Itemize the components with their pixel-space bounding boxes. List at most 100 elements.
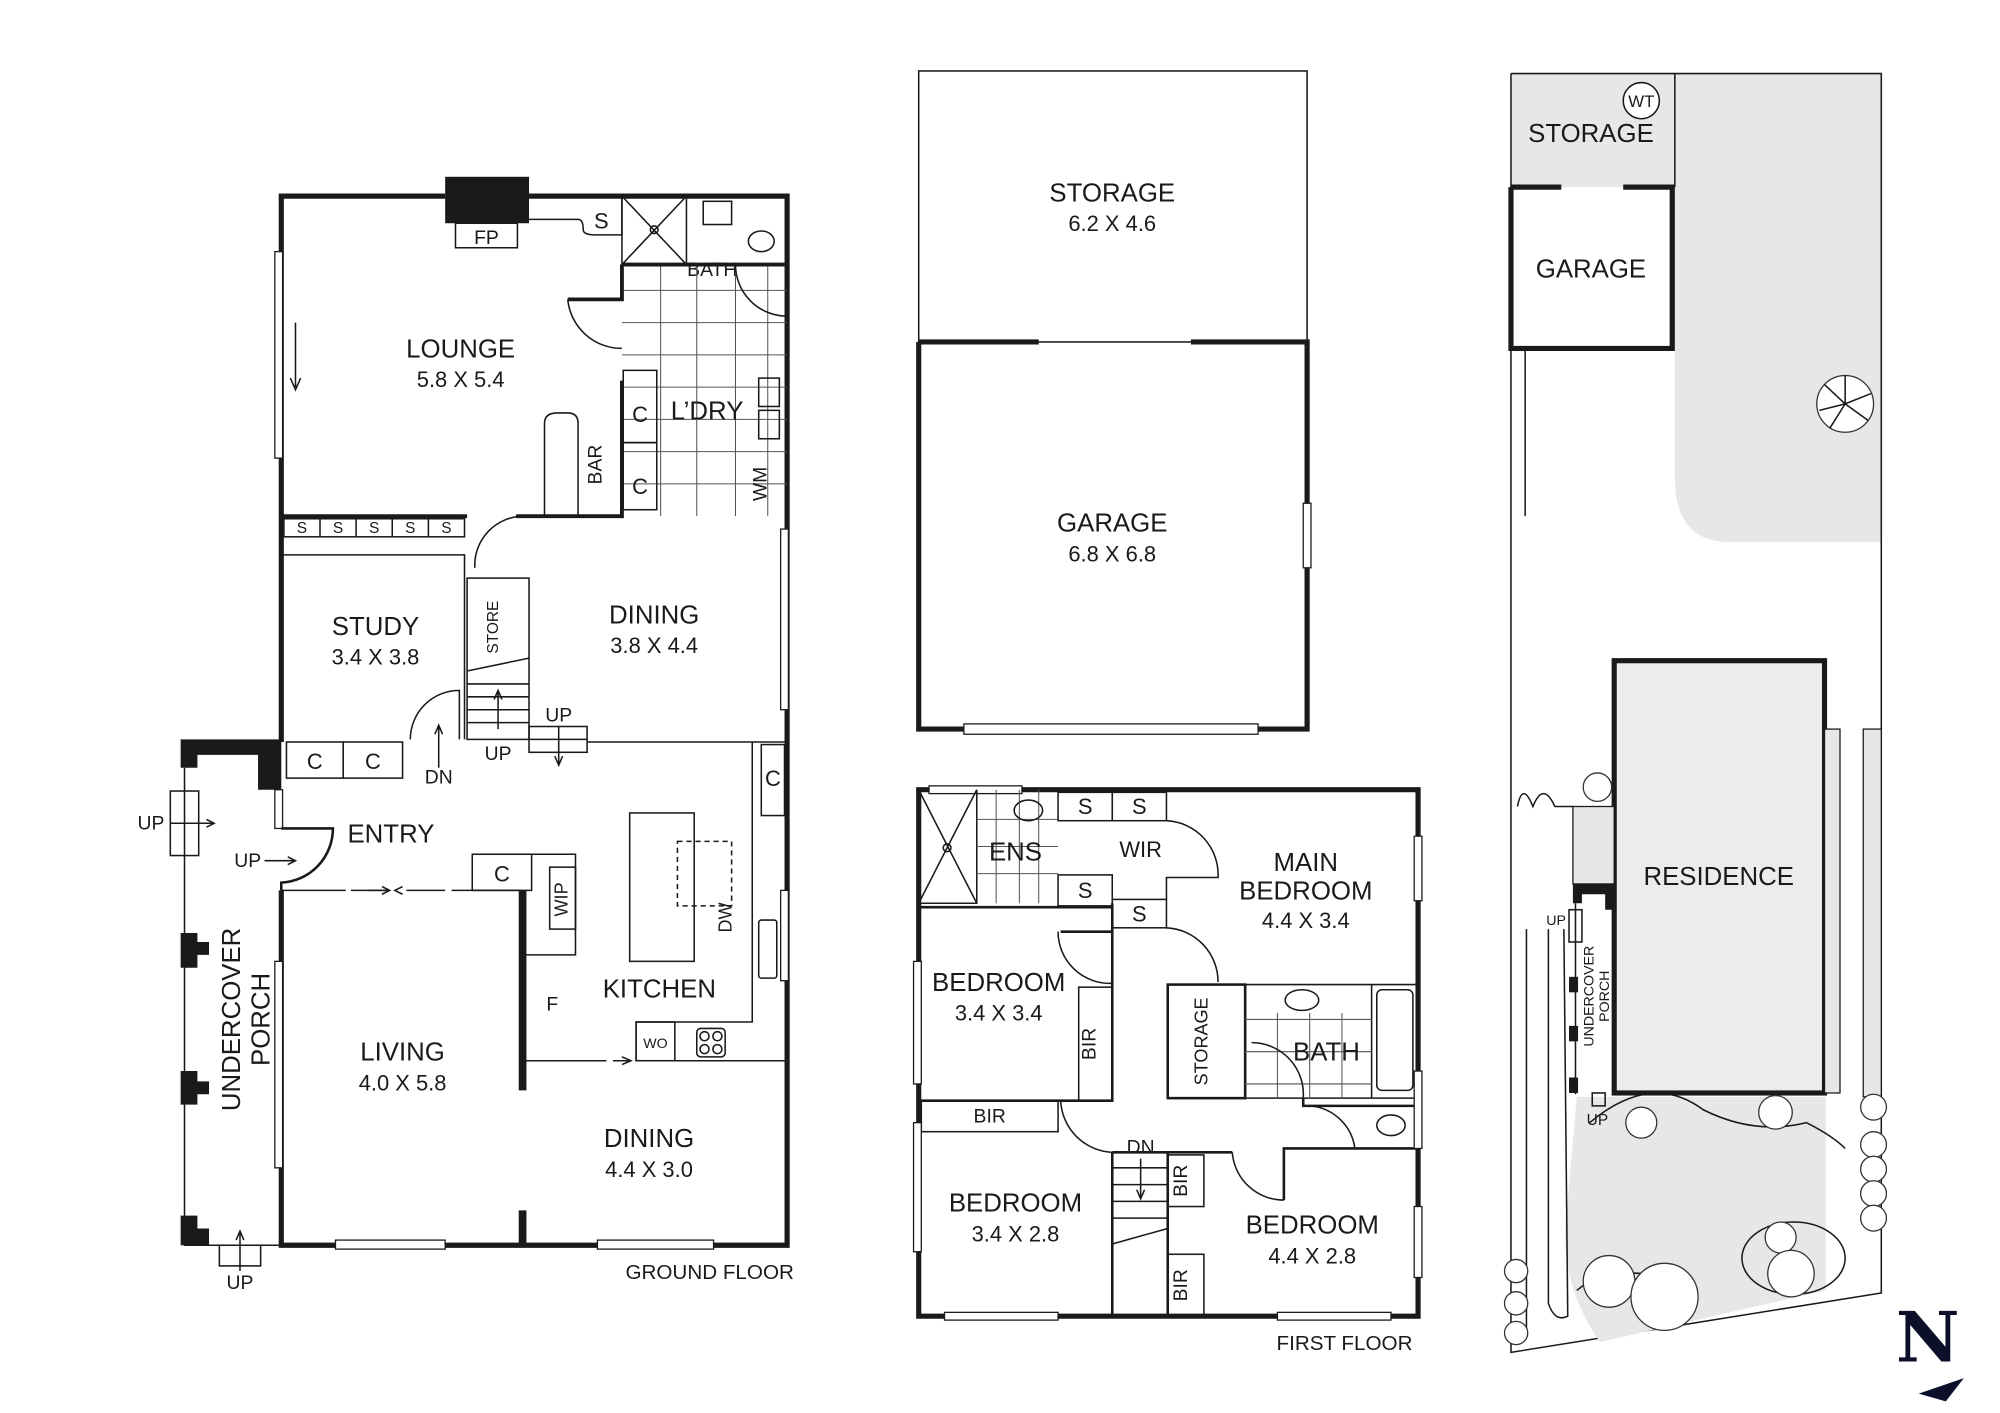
room-dims-lounge: 5.8 X 5.4: [417, 367, 505, 392]
room-label-bath: BATH: [687, 259, 737, 281]
room-label-bedroom-sw: BEDROOM: [949, 1190, 1082, 1218]
room-dims-outbuilding-storage: 6.2 X 4.6: [1068, 211, 1156, 236]
room-dims-dining-upper: 3.8 X 4.4: [610, 633, 698, 658]
room-label-dining-upper: DINING: [609, 601, 699, 629]
room-label-first-bath: BATH: [1293, 1039, 1360, 1067]
tree-icon: [1503, 772, 1888, 1346]
room-label-bedroom-se: BEDROOM: [1246, 1212, 1379, 1240]
north-arrow: N: [1896, 1297, 1964, 1402]
bir-label: BIR: [1078, 1028, 1100, 1060]
bar-label: BAR: [584, 445, 606, 485]
cupboard-label: C: [365, 749, 381, 774]
site-garage-label: GARAGE: [1536, 255, 1646, 283]
fireplace-label: FP: [474, 227, 499, 249]
site-up-label: UP: [1546, 913, 1566, 929]
room-label-main-bedroom: BEDROOM: [1239, 877, 1372, 905]
floor-drain-icon: [649, 225, 659, 235]
room-dims-bedroom-nw: 3.4 X 3.4: [955, 1001, 1043, 1026]
cupboard-label: C: [632, 402, 648, 427]
shelf-label: S: [1078, 878, 1093, 903]
room-label-ensuite: ENS: [989, 839, 1042, 867]
room-label-outbuilding-garage: GARAGE: [1057, 510, 1167, 538]
room-dims-bedroom-sw: 3.4 X 2.8: [972, 1221, 1060, 1246]
site-storage-label: STORAGE: [1528, 120, 1654, 148]
site-porch-label: UNDERCOVER: [1582, 946, 1598, 1047]
bir-label: BIR: [1170, 1165, 1192, 1197]
cooktop-icon: [696, 1027, 726, 1058]
room-label-wir: WIR: [1119, 837, 1162, 862]
shelf-label: S: [1078, 794, 1093, 819]
room-label-dining-lower: DINING: [604, 1125, 694, 1153]
outbuilding-plan: STORAGE 6.2 X 4.6 GARAGE 6.8 X 6.8: [916, 70, 1312, 735]
bathtub-icon: [1376, 988, 1414, 1092]
stair-down-label: DN: [1127, 1137, 1155, 1159]
room-dims-dining-lower: 4.4 X 3.0: [605, 1157, 693, 1182]
shelf-label: S: [405, 520, 415, 537]
basin-icon: [702, 200, 733, 226]
room-label-lounge: LOUNGE: [406, 335, 515, 363]
room-dims-bedroom-se: 4.4 X 2.8: [1268, 1243, 1356, 1268]
sink-icon: [757, 919, 778, 979]
door-swing: [566, 299, 622, 350]
shelf-label: S: [1132, 794, 1147, 819]
north-arrow-icon: [1918, 1378, 1964, 1402]
site-plan: WT STORAGE GARAGE RESIDENCE UP UNDERCOVE…: [1503, 72, 1888, 1354]
shelf-label: S: [594, 208, 609, 233]
room-label-first-storage: STORAGE: [1192, 997, 1212, 1085]
room-label-porch: PORCH: [248, 973, 276, 1066]
room-label-laundry: L’DRY: [671, 397, 744, 425]
room-dims-living: 4.0 X 5.8: [359, 1070, 447, 1095]
first-floor-title: FIRST FLOOR: [1277, 1332, 1413, 1355]
toilet-icon: [747, 230, 775, 253]
shelf-label: S: [333, 520, 343, 537]
room-label-kitchen: KITCHEN: [603, 975, 716, 1003]
site-up-label: UP: [1587, 1112, 1608, 1129]
room-label-living: LIVING: [360, 1039, 445, 1067]
room-dims-main-bedroom: 4.4 X 3.4: [1262, 908, 1350, 933]
room-label-bedroom-nw: BEDROOM: [932, 969, 1065, 997]
residence-label: RESIDENCE: [1643, 863, 1794, 891]
wip-label: WIP: [552, 882, 572, 916]
dishwasher-label: DW: [716, 902, 736, 932]
shelf-label: S: [1132, 901, 1147, 926]
site-porch-label: PORCH: [1597, 971, 1613, 1022]
room-dims-study: 3.4 X 3.8: [332, 645, 420, 670]
tree-icon: [1816, 374, 1875, 433]
cupboard-label: C: [494, 861, 510, 886]
toilet-icon: [1013, 799, 1044, 822]
bir-label: BIR: [974, 1106, 1006, 1128]
toilet-icon: [1376, 1114, 1406, 1137]
ground-floor-title: GROUND FLOOR: [625, 1261, 793, 1284]
fridge-label: F: [546, 993, 558, 1015]
porch-up-label: UP: [227, 1272, 254, 1294]
water-tank-label: WT: [1628, 92, 1654, 111]
north-label: N: [1896, 1297, 1960, 1378]
shelf-label: S: [297, 520, 307, 537]
porch-up-label: UP: [138, 813, 165, 835]
tile-grid: [621, 264, 788, 517]
fireplace-icon: [445, 176, 530, 224]
room-label-outbuilding-storage: STORAGE: [1049, 179, 1175, 207]
cupboard-label: C: [307, 749, 323, 774]
cupboard-label: C: [632, 474, 648, 499]
porch-up-label: UP: [234, 850, 261, 872]
stair-up-label: UP: [545, 704, 572, 726]
room-label-store: STORE: [485, 601, 502, 654]
first-floor-plan: ENS S S S S WIR MAIN BEDROOM 4.4 X 3.4 B…: [912, 785, 1423, 1355]
stair-up-label: UP: [485, 743, 512, 765]
washing-machine-label: WM: [749, 467, 771, 501]
room-label-main-bedroom: MAIN: [1274, 849, 1338, 877]
shelf-label: S: [369, 520, 379, 537]
wall-oven-label: WO: [643, 1036, 667, 1052]
room-label-porch: UNDERCOVER: [218, 928, 246, 1111]
residence-block: [1611, 658, 1828, 1096]
cupboard-label: C: [765, 766, 781, 791]
kitchen-island: [628, 812, 695, 963]
water-tank-icon: [1622, 81, 1661, 120]
ground-floor-plan: FP S BATH C C L’DRY WM LOUNGE 5.8 X 5.4 …: [138, 176, 794, 1294]
room-label-entry: ENTRY: [347, 821, 434, 849]
shelf-label: S: [441, 520, 451, 537]
bir-label: BIR: [1170, 1269, 1192, 1301]
stair-down-label: DN: [425, 766, 453, 788]
